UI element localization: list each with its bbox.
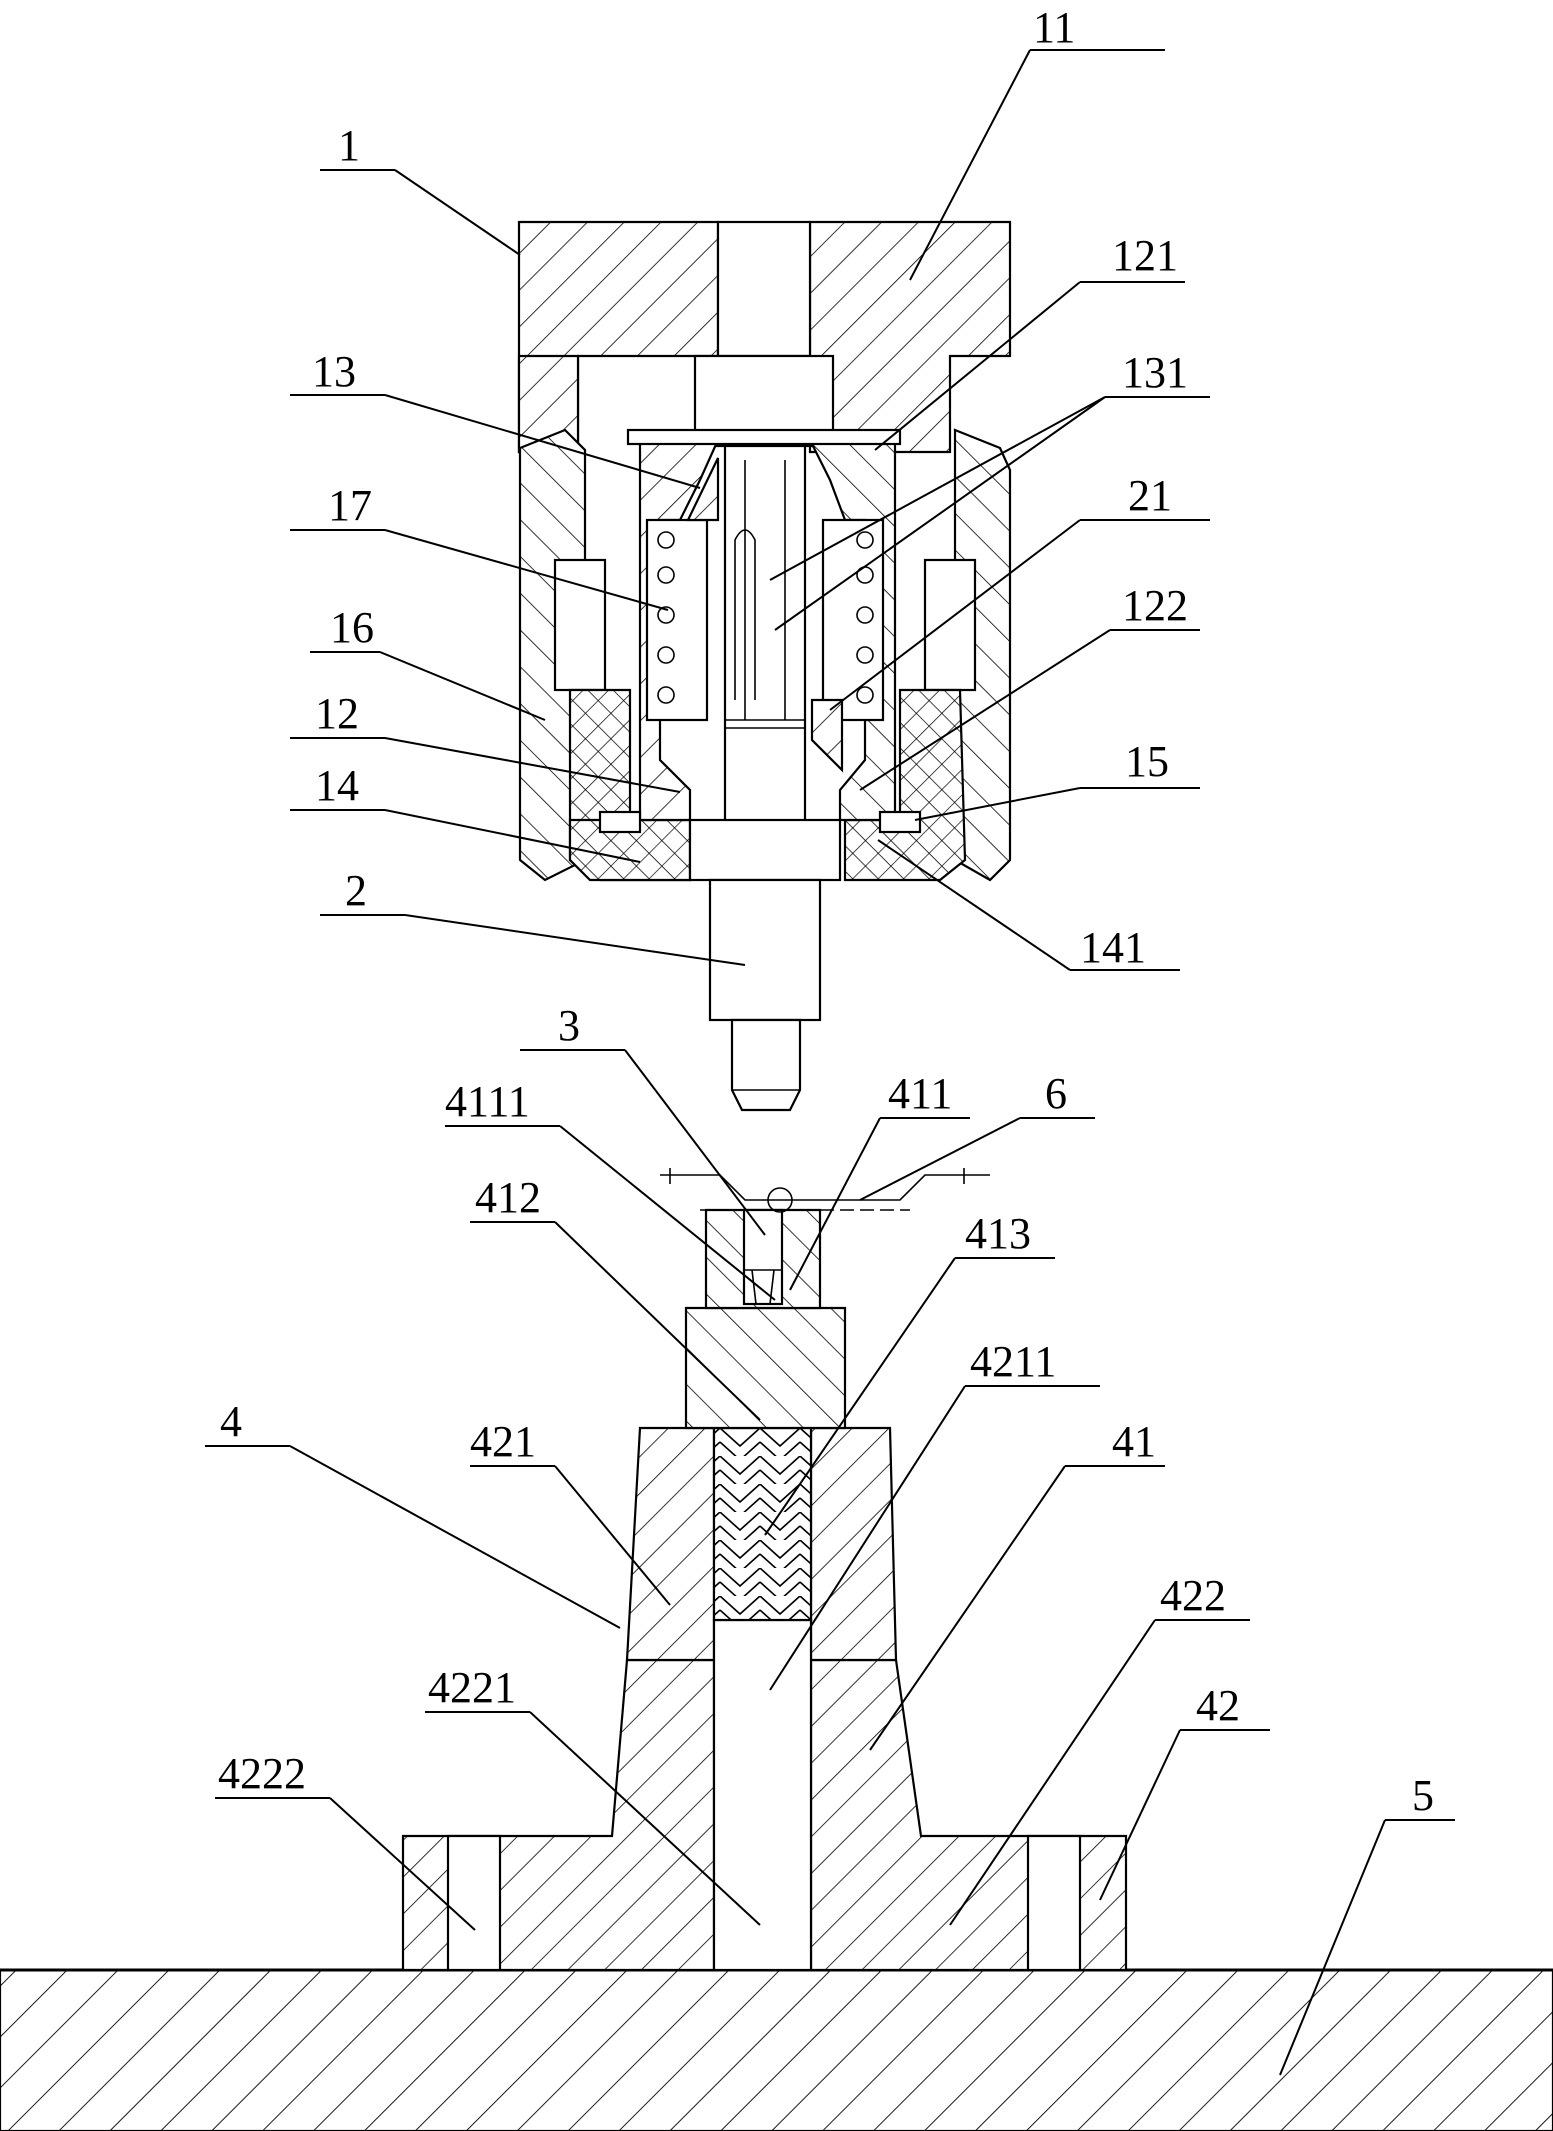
label-2: 2 [345,866,367,915]
insert-lower [712,1426,813,1622]
label-422: 422 [1160,1571,1226,1620]
label-121: 121 [1112,231,1178,280]
label-11: 11 [1033,3,1075,52]
label-122: 122 [1122,581,1188,630]
material-strip [660,1168,990,1213]
upper-die [517,220,1012,1112]
label-3: 3 [558,1001,580,1050]
label-12: 12 [315,689,359,738]
label-4: 4 [220,1397,242,1446]
label-15: 15 [1125,737,1169,786]
workpiece [742,1208,784,1306]
label-4211: 4211 [970,1337,1056,1386]
label-141: 141 [1080,923,1146,972]
spring-left [645,518,709,722]
label-5: 5 [1412,1771,1434,1820]
label-411: 411 [888,1069,952,1118]
label-1: 1 [338,121,360,170]
punch-shank [708,878,822,1022]
label-41: 41 [1112,1417,1156,1466]
label-412: 412 [475,1173,541,1222]
label-6: 6 [1045,1069,1067,1118]
bolt-hole-left [446,1834,502,1972]
label-421: 421 [470,1417,536,1466]
insert-upper [684,1306,847,1430]
label-16: 16 [330,603,374,652]
label-4111: 4111 [445,1077,530,1126]
center-bore [712,1618,813,1972]
punch-tip [730,1018,802,1112]
punch-core [723,444,807,828]
part-labels: 1 11 121 13 131 17 21 16 122 12 15 14 2 … [218,3,1434,1820]
spring-right [821,518,885,722]
label-14: 14 [315,761,359,810]
bolt-hole-right [1026,1834,1082,1972]
label-413: 413 [965,1209,1031,1258]
label-21: 21 [1128,471,1172,520]
leader-lines [205,49,1455,2076]
ground-base [0,1968,1553,2131]
label-42: 42 [1196,1681,1240,1730]
label-4221: 4221 [428,1663,516,1712]
label-131: 131 [1122,348,1188,397]
label-4222: 4222 [218,1749,306,1798]
label-13: 13 [312,347,356,396]
label-17: 17 [328,481,372,530]
lower-die [401,1208,1128,1972]
